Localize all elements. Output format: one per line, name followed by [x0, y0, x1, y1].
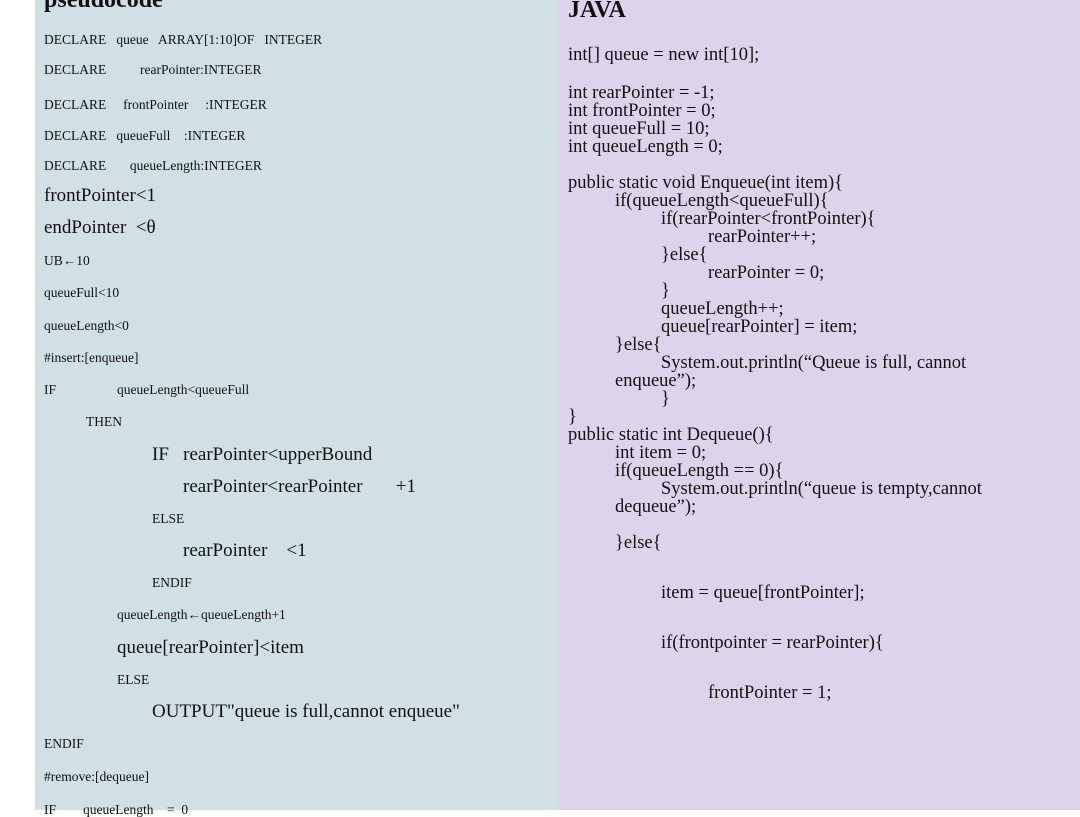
code-line: public static void Enqueue(int item){ — [568, 173, 844, 193]
code-line: dequeue”); — [615, 497, 697, 517]
code-line: IF rearPointer<upperBound — [152, 444, 373, 465]
code-line: enqueue”); — [615, 371, 697, 391]
code-line: DECLARE queueLength:INTEGER — [44, 158, 262, 173]
code-line: queueLength<queueFull — [117, 382, 250, 397]
code-line: UB←10 — [44, 253, 90, 268]
code-line: ENDIF — [44, 736, 84, 751]
code-line: }else{ — [615, 533, 662, 553]
code-line: int item = 0; — [615, 443, 707, 463]
code-line: if(queueLength<queueFull){ — [615, 191, 829, 211]
code-line: }else{ — [661, 245, 708, 265]
code-line: } — [661, 389, 670, 409]
code-line: if(queueLength == 0){ — [615, 461, 784, 481]
code-line: frontPointer = 1; — [708, 683, 832, 703]
code-line: #insert:[enqueue] — [44, 350, 139, 365]
code-line: DECLARE rearPointer:INTEGER — [44, 62, 262, 77]
code-line: ELSE — [152, 511, 185, 526]
java-panel — [558, 0, 1080, 810]
code-line: IF — [44, 382, 57, 397]
code-line: endPointer <θ — [44, 217, 156, 238]
code-line: } — [661, 281, 670, 301]
code-line: int queueFull = 10; — [568, 119, 710, 139]
code-line: }else{ — [615, 335, 662, 355]
code-line: int[] queue = new int[10]; — [568, 45, 760, 65]
pseudocode-panel — [35, 0, 558, 810]
code-line: int queueLength = 0; — [568, 137, 723, 157]
code-line: ENDIF — [152, 575, 192, 590]
code-line: queueFull<10 — [44, 285, 120, 300]
code-line: THEN — [86, 414, 122, 429]
code-line: System.out.println(“queue is tempty,cann… — [661, 479, 982, 499]
code-line: DECLARE frontPointer :INTEGER — [44, 97, 267, 112]
code-line: ELSE — [117, 672, 150, 687]
code-line: rearPointer <1 — [183, 540, 307, 561]
pseudocode-heading: pseudocode — [44, 0, 163, 13]
code-line: public static int Dequeue(){ — [568, 425, 774, 445]
code-line: rearPointer = 0; — [708, 263, 825, 283]
code-line: queue[rearPointer] = item; — [661, 317, 858, 337]
code-line: DECLARE queue ARRAY[1:10]OF INTEGER — [44, 32, 323, 47]
java-heading: JAVA — [568, 0, 626, 23]
code-line: rearPointer<rearPointer +1 — [183, 476, 416, 497]
code-line: queueLength←queueLength+1 — [117, 607, 286, 622]
code-line: int rearPointer = -1; — [568, 83, 715, 103]
code-line: DECLARE queueFull :INTEGER — [44, 128, 246, 143]
code-line: queueLength<0 — [44, 318, 129, 333]
code-line: queue[rearPointer]<item — [117, 637, 304, 658]
code-line: OUTPUT"queue is full,cannot enqueue" — [152, 701, 460, 722]
code-line: System.out.println(“Queue is full, canno… — [661, 353, 967, 373]
code-line: queueLength++; — [661, 299, 784, 319]
code-line: if(rearPointer<frontPointer){ — [661, 209, 876, 229]
code-line: #remove:[dequeue] — [44, 769, 149, 784]
code-line: item = queue[frontPointer]; — [661, 583, 865, 603]
code-line: frontPointer<1 — [44, 185, 157, 206]
code-line: int frontPointer = 0; — [568, 101, 716, 121]
code-line: if(frontpointer = rearPointer){ — [661, 633, 884, 653]
code-line: } — [568, 407, 577, 427]
code-line: rearPointer++; — [708, 227, 817, 247]
